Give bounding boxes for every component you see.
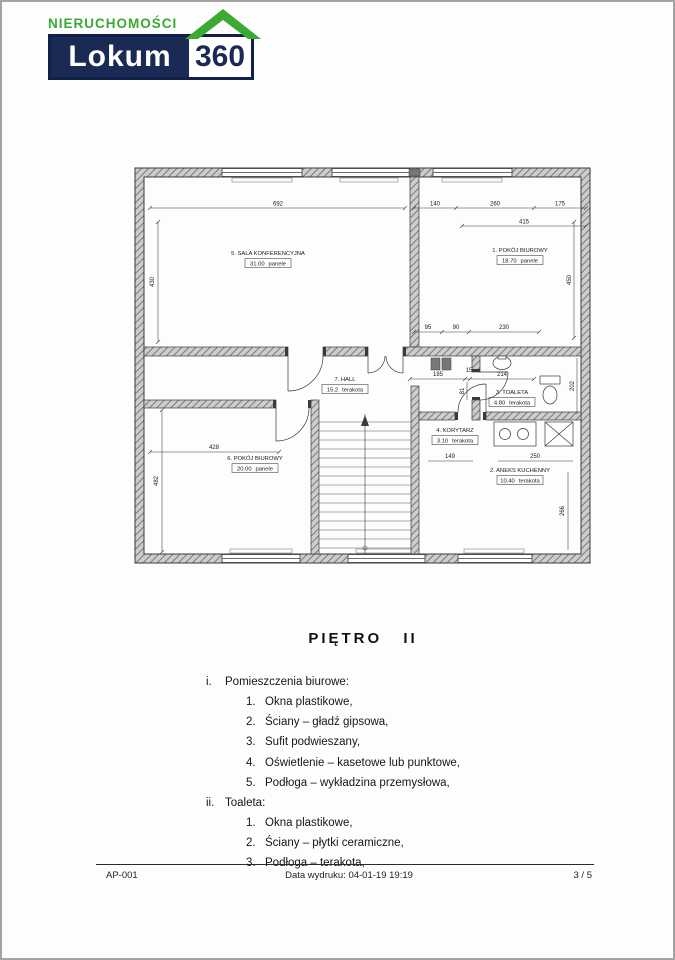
company-logo: NIERUCHOMOŚCI Lokum 360	[48, 9, 261, 80]
dim-90: 90	[453, 325, 460, 331]
dim-482: 482	[154, 475, 160, 486]
spec-heading: ii. Toaleta:	[206, 793, 460, 813]
logo-tagline: NIERUCHOMOŚCI	[48, 16, 178, 31]
dim-81: 81	[460, 387, 466, 394]
logo-box: Lokum 360	[48, 9, 261, 80]
spec-list: Okna plastikowe, Ściany – gładź gipsowa,…	[206, 692, 460, 793]
dim-415: 415	[519, 220, 530, 226]
page-number: 3 / 5	[573, 870, 593, 881]
dim-214: 214	[497, 372, 508, 378]
spec-heading: i. Pomieszczenia biurowe:	[206, 672, 460, 692]
dim-250: 250	[530, 454, 541, 460]
floor-plan-drawing: 692 140 260 175 415 430 450 95 90 230 18…	[134, 167, 591, 564]
shower-square	[544, 421, 574, 447]
dim-260: 260	[490, 202, 501, 208]
svg-text:2. ANEKS KUCHENNY: 2. ANEKS KUCHENNY	[490, 468, 550, 474]
spec-item: Podłoga – terakota,	[265, 857, 365, 870]
door-jambs	[273, 347, 486, 420]
dim-15: 15	[466, 368, 473, 374]
spec-item: Oświetlenie – kasetowe lub punktowe,	[265, 756, 460, 769]
kitchen-sink-unit	[493, 421, 537, 447]
wall-shafts	[408, 168, 452, 371]
svg-text:3. TOALETA: 3. TOALETA	[496, 390, 528, 396]
svg-text:4. KORYTARZ: 4. KORYTARZ	[436, 428, 474, 434]
window-symbols	[221, 168, 533, 563]
dim-450: 450	[567, 274, 573, 285]
spec-item: Podłoga – wykładzina przemysłowa,	[265, 776, 450, 789]
dim-175: 175	[555, 202, 566, 208]
dim-692: 692	[273, 202, 284, 208]
spec-section-offices: i. Pomieszczenia biurowe: Okna plastikow…	[206, 672, 460, 793]
floor-title: PIĘTRO II	[308, 630, 418, 647]
dimension-labels: 692 140 260 175 415 430 450 95 90 230 18…	[150, 202, 576, 517]
svg-text:6. POKÓJ BIUROWY: 6. POKÓJ BIUROWY	[227, 455, 283, 462]
spec-item: Okna plastikowe,	[265, 816, 353, 829]
dim-230: 230	[499, 325, 510, 331]
spec-item: Ściany – płytki ceramiczne,	[265, 837, 404, 849]
staircase	[319, 414, 411, 554]
dim-428: 428	[209, 445, 220, 451]
spec-title: Toaleta:	[225, 796, 266, 809]
dim-95: 95	[425, 325, 432, 331]
specifications: i. Pomieszczenia biurowe: Okna plastikow…	[206, 672, 460, 873]
outer-walls	[134, 167, 591, 564]
radiator-symbols	[229, 177, 525, 554]
spec-section-toilet: ii. Toaleta: Okna plastikowe, Ściany – p…	[206, 793, 460, 874]
door-swings	[275, 355, 509, 442]
spec-marker: i.	[206, 676, 212, 688]
svg-text:1. POKÓJ BIUROWY: 1. POKÓJ BIUROWY	[492, 247, 548, 254]
interior-walls	[143, 176, 582, 555]
svg-text:7. HALL: 7. HALL	[335, 377, 357, 383]
spec-item: Ściany – gładź gipsowa,	[265, 716, 389, 729]
dim-149: 149	[445, 454, 456, 460]
dim-202: 202	[570, 380, 576, 391]
logo-brand-suffix: 360	[189, 37, 251, 77]
spec-item: Sufit podwieszany,	[265, 736, 361, 749]
dim-185: 185	[433, 372, 444, 378]
dim-430: 430	[150, 276, 156, 287]
spec-list: Okna plastikowe, Ściany – płytki ceramic…	[206, 813, 460, 873]
spec-title: Pomieszczenia biurowe:	[225, 676, 350, 688]
dim-140: 140	[430, 202, 441, 208]
spec-item: Okna plastikowe,	[265, 696, 353, 709]
logo-brand-main: Lokum	[51, 37, 189, 77]
roof-icon	[185, 9, 261, 39]
dim-266: 266	[560, 505, 566, 516]
document-code: AP-001	[106, 870, 138, 881]
print-date: Data wydruku: 04-01-19 19:19	[285, 870, 413, 881]
logo-brand-suffix-text: 360	[194, 40, 246, 73]
dimension-lines	[147, 205, 589, 555]
spec-marker: ii.	[206, 796, 215, 809]
page-footer: AP-001 Data wydruku: 04-01-19 19:19 3 / …	[96, 864, 594, 881]
svg-text:5. SALA KONFERENCYJNA: 5. SALA KONFERENCYJNA	[231, 251, 305, 257]
toilet-fixtures	[492, 355, 561, 405]
